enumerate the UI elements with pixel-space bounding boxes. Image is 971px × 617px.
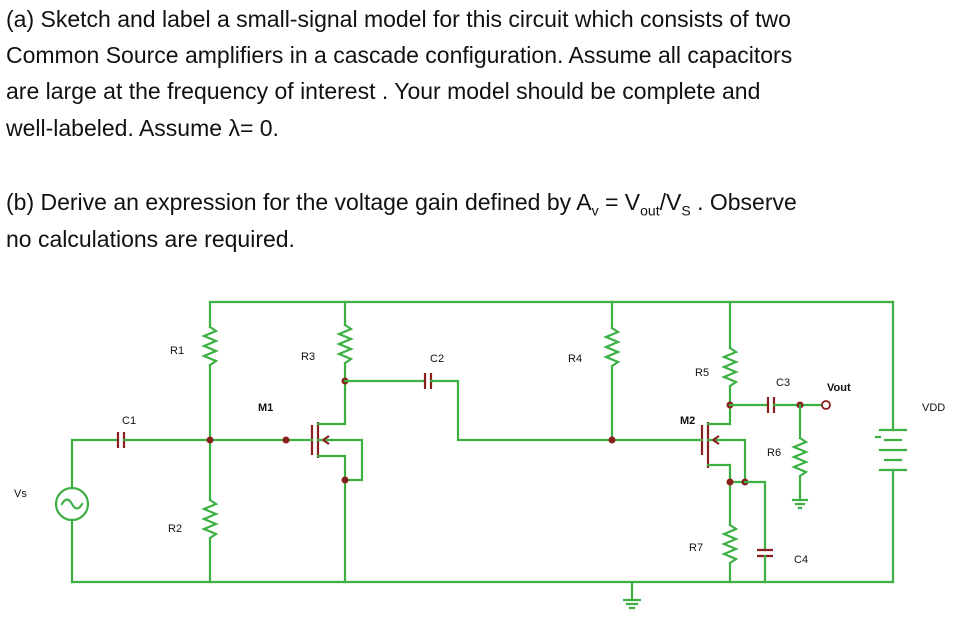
resistor-r1 <box>201 300 219 442</box>
label-r3: R3 <box>301 351 315 363</box>
label-r6: R6 <box>767 447 781 459</box>
label-vs: Vs <box>14 488 27 500</box>
capacitor-c1 <box>70 432 302 448</box>
label-vout: Vout <box>827 382 851 394</box>
ground-symbol <box>622 580 642 610</box>
transistor-m2 <box>693 422 749 527</box>
label-r5: R5 <box>695 367 709 379</box>
part-b-prefix: (b) Derive an expression for the voltage… <box>6 189 592 215</box>
part-b-mid1: = V <box>598 189 641 215</box>
label-r2: R2 <box>168 523 182 535</box>
label-vdd: VDD <box>922 402 945 414</box>
power-rails <box>70 300 895 584</box>
resistor-r6 <box>791 403 809 510</box>
resistor-r7 <box>721 523 739 584</box>
vs-subscript: S <box>681 202 691 219</box>
label-c4: C4 <box>794 554 808 566</box>
part-a-line-1: (a) Sketch and label a small-signal mode… <box>6 6 791 32</box>
part-a-line-2: Common Source amplifiers in a cascade co… <box>6 42 793 68</box>
av-subscript: v <box>591 202 599 219</box>
label-c3: C3 <box>776 377 790 389</box>
part-a-line-4: well-labeled. Assume λ= 0. <box>6 115 279 141</box>
transistor-m1 <box>298 420 364 584</box>
label-m1: M1 <box>258 402 273 414</box>
part-a-line-3: are large at the frequency of interest .… <box>6 78 761 104</box>
part-b-mid2: /V <box>659 189 682 215</box>
label-m2: M2 <box>680 415 695 427</box>
label-c2: C2 <box>430 353 444 365</box>
resistor-r3 <box>336 300 354 424</box>
battery-vdd <box>874 428 908 472</box>
part-b-line-2: no calculations are required. <box>6 226 295 252</box>
label-c1: C1 <box>122 415 136 427</box>
capacitor-c3 <box>728 397 831 413</box>
label-r4: R4 <box>568 353 582 365</box>
label-r7: R7 <box>689 542 703 554</box>
part-b-suffix: . Observe <box>690 189 797 215</box>
part-b-line-1: (b) Derive an expression for the voltage… <box>6 191 797 218</box>
vout-subscript: out <box>640 202 660 219</box>
resistor-r2 <box>201 438 219 584</box>
source-vs <box>54 438 90 584</box>
label-r1: R1 <box>170 345 184 357</box>
capacitor-c2 <box>343 373 697 442</box>
capacitor-c4 <box>743 480 773 584</box>
resistor-r4 <box>603 300 621 444</box>
